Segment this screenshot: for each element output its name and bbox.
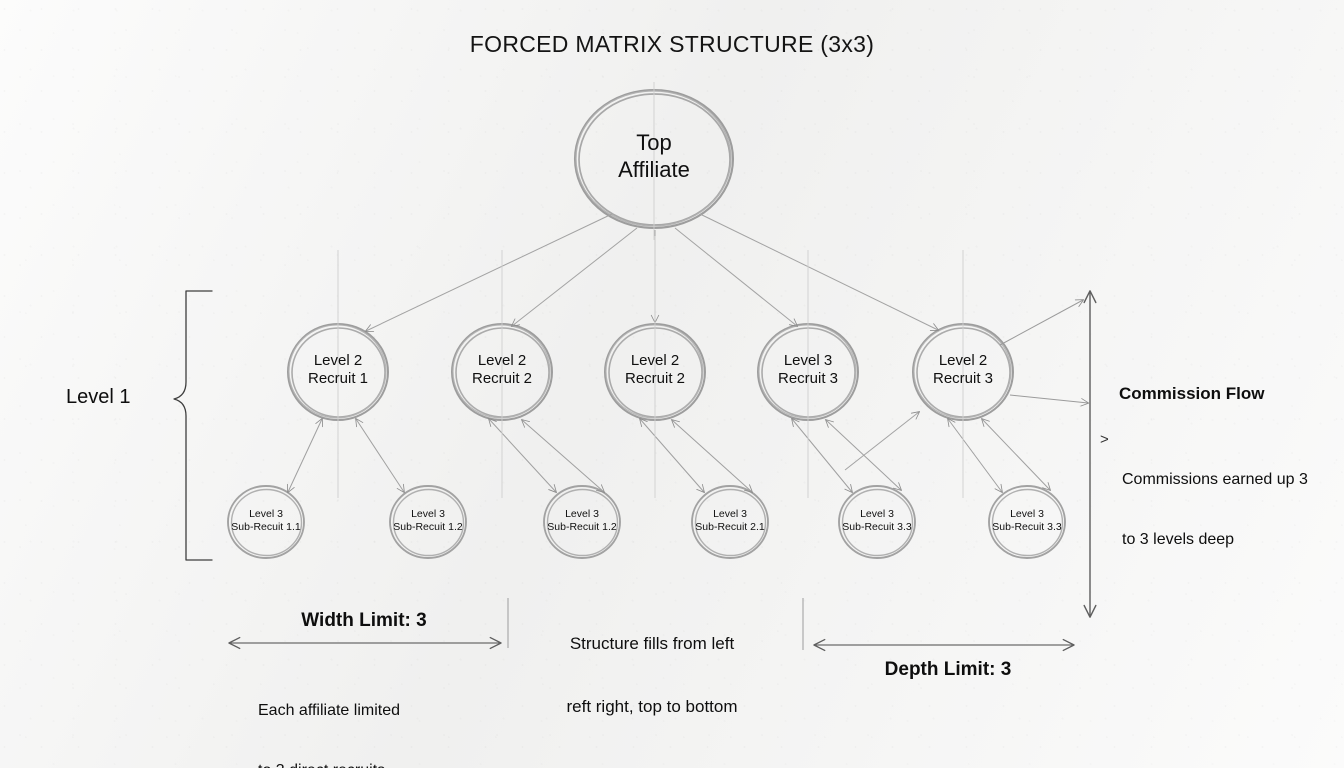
width-limit-description: Each affiliate limited to 3 direct recru…: [258, 661, 400, 768]
commission-flow-body: Commissions earned up 3 to 3 levels deep: [1122, 430, 1308, 590]
node-circle-level3-3[interactable]: [543, 485, 621, 559]
connectors-root-to-level2: [364, 213, 940, 332]
node-circle-level3-5[interactable]: [838, 485, 916, 559]
commission-bullet-glyph: >: [1100, 431, 1109, 448]
connectors-level2-to-level3: [287, 417, 1051, 494]
center-note-line1: Structure fills from left: [569, 633, 735, 653]
center-note-line2: reft right, top to bottom: [566, 697, 738, 717]
commission-flow-title: Commission Flow: [1119, 384, 1265, 403]
width-limit-label: Width Limit: 3: [301, 610, 427, 631]
level1-bracket-label: Level 1: [66, 386, 131, 408]
width-sub-line2: to 3 direct recruits: [258, 761, 400, 768]
width-sub-line1: Each affiliate limited: [258, 702, 400, 719]
page-title: FORCED MATRIX STRUCTURE (3x3): [469, 31, 875, 57]
connector-node-to-commission-axis: [1009, 394, 1090, 407]
commission-body-line1: Commissions earned up 3: [1122, 471, 1308, 488]
connector-diagonal-to-level2-5: [844, 411, 921, 471]
commission-body-line2: to 3 levels deep: [1122, 531, 1235, 548]
vertical-guide-lines: [337, 82, 964, 498]
node-circle-level3-4[interactable]: [691, 485, 769, 559]
structure-fill-note: Structure fills from left reft right, to…: [527, 590, 777, 760]
level1-brace: [173, 290, 213, 561]
node-circle-level3-2[interactable]: [389, 485, 467, 559]
node-circle-level3-1[interactable]: [227, 485, 305, 559]
depth-limit-label: Depth Limit: 3: [884, 659, 1012, 680]
connector-node-to-commission-top: [999, 299, 1085, 346]
node-circle-level3-6[interactable]: [988, 485, 1066, 559]
